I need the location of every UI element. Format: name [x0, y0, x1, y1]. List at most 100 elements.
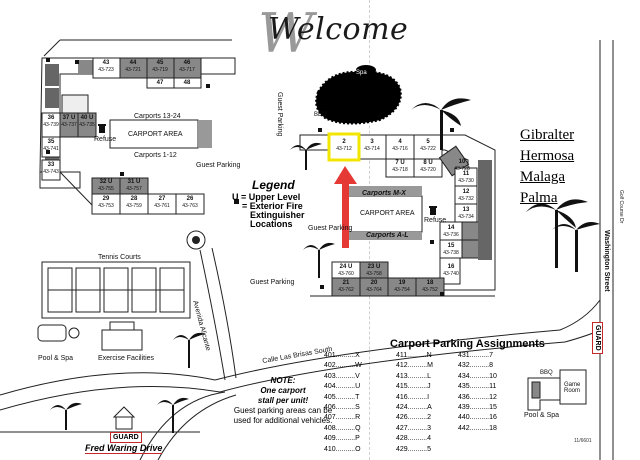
unit-number: 46	[184, 60, 191, 66]
unit-number: 21	[343, 280, 350, 286]
unit-code: 43-752	[422, 287, 438, 293]
unit-24u: 24 U43-760	[338, 264, 354, 277]
highlight-unit-box	[327, 132, 361, 162]
note-line1: One carport	[260, 386, 306, 395]
unit-number: 16	[448, 264, 455, 270]
unit-code: 43-754	[394, 287, 410, 293]
unit-number: 23 U	[368, 264, 381, 270]
note-body: Guest parking areas can be used for addi…	[233, 406, 333, 425]
unit-number: 20	[371, 280, 378, 286]
unit-code: 43-717	[179, 67, 195, 73]
label-carports-13-24: Carports 13-24	[134, 113, 181, 120]
unit-code: 43-723	[98, 67, 114, 73]
unit-code: 43-760	[338, 271, 354, 277]
legend-extinguisher-2: Extinguisher	[250, 210, 305, 220]
building-name-malaga: Malaga	[520, 169, 565, 185]
unit-code: 43-763	[182, 203, 198, 209]
carport-assignment-row: 413..........L	[396, 372, 432, 380]
carport-assignment-row: 415..........J	[396, 383, 431, 391]
legend-extinguisher-3: Locations	[250, 219, 293, 229]
label-bbq-2: BBQ	[540, 370, 553, 376]
carport-assignments-col2: 411..........N 412..........M 413.........…	[396, 351, 433, 455]
unit-code: 43-755	[98, 186, 114, 192]
carport-assignment-row: 416..........I	[396, 393, 430, 401]
unit-number: 4	[398, 139, 402, 145]
unit-32u: 32 U43-755	[98, 179, 114, 192]
legend-title: Legend	[252, 178, 295, 192]
unit-number: 24 U	[340, 264, 353, 270]
unit-code: 43-730	[458, 178, 474, 184]
label-carport-area-west: CARPORT AREA	[128, 131, 183, 138]
unit-code: 43-743	[43, 169, 59, 175]
label-guest-parking-1: Guest Parking	[196, 162, 241, 169]
street-golf-course: Golf Course Dr	[618, 190, 624, 224]
compass-icon	[186, 230, 206, 250]
label-carports-al: Carports A-L	[366, 232, 409, 239]
note-line2: stall per unit!	[257, 396, 309, 405]
unit-code: 43-718	[392, 167, 408, 173]
label-spa: Spa	[356, 70, 367, 76]
unit-3: 343-714	[364, 139, 380, 152]
carport-assignment-row: 424..........A	[396, 404, 432, 412]
unit-number: 7 U	[395, 160, 404, 166]
unit-number: 43	[103, 60, 110, 66]
carport-assignment-row: 406..........S	[324, 404, 360, 412]
label-bbq-1: BBQ	[314, 112, 327, 118]
carport-assignment-row: 401..........X	[324, 352, 360, 359]
unit-code: 43-721	[125, 67, 141, 73]
unit-number: 5	[426, 139, 430, 145]
unit-code: 43-741	[43, 146, 59, 152]
unit-code: 43-716	[392, 146, 408, 152]
carport-assignment-row: 426..........2	[396, 414, 432, 422]
unit-code: 43-739	[43, 122, 59, 128]
carport-assignment-row: 411..........N	[396, 352, 432, 359]
street-washington: Washington Street	[603, 230, 610, 292]
unit-code: 43-758	[366, 271, 382, 277]
unit-code: 43-737	[61, 122, 77, 128]
unit-code: 43-735	[79, 122, 95, 128]
unit-number: 29	[103, 196, 110, 202]
carport-assignment-row: 428..........4	[396, 435, 432, 443]
carport-assignment-row: 412..........M	[396, 362, 433, 370]
unit-number: 10	[459, 159, 466, 165]
extinguisher-markers	[46, 58, 454, 296]
legend-extinguisher-1: = Exterior Fire	[242, 201, 303, 211]
pool-spa-west	[37, 321, 143, 351]
unit-number: 2	[342, 139, 346, 145]
roads	[0, 40, 614, 460]
unit-5: 543-722	[420, 139, 436, 152]
red-arrow	[334, 166, 357, 248]
tennis-courts	[41, 261, 191, 319]
building-name-gibralter: Gibralter	[520, 127, 575, 143]
carport-assignment-row: 410..........O	[324, 445, 361, 453]
unit-number: 19	[399, 280, 406, 286]
unit-40u: 40 U43-735	[79, 115, 95, 128]
unit-7u: 7 U43-718	[392, 160, 408, 173]
guard-label-west: GUARD	[110, 432, 142, 443]
unit-47: 47	[157, 80, 164, 86]
label-tennis-courts: Tennis Courts	[98, 254, 141, 261]
carport-assignment-row: 404..........U	[324, 383, 361, 391]
pool-spa-east	[527, 369, 587, 411]
unit-48: 48	[184, 80, 191, 86]
unit-code: 43-736	[443, 232, 459, 238]
unit-number: 18	[427, 280, 434, 286]
unit-number: 13	[463, 207, 470, 213]
carport-assignment-row: 439..........15	[458, 404, 497, 412]
unit-code: 43-759	[126, 203, 142, 209]
guard-house	[112, 406, 136, 430]
unit-code: 43-712	[336, 146, 352, 152]
unit-code: 43-720	[420, 167, 436, 173]
